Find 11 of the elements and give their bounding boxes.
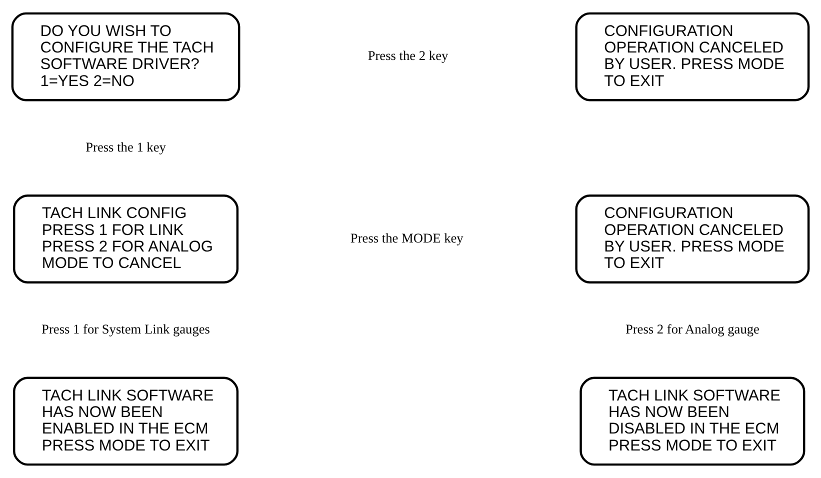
node-box: TACH LINK CONFIG PRESS 1 FOR LINK PRESS 2 FOR ANALOG MODE TO CANCEL [13,194,239,284]
node-box: CONFIGURATION OPERATION CANCELED BY USER. PRESS MODE TO EXIT [575,194,810,284]
node-box: TACH LINK SOFTWARE HAS NOW BEEN DISABLED IN THE ECM PRESS MODE TO EXIT [580,376,806,466]
node-box: DO YOU WISH TO CONFIGURE THE TACH SOFTWARE DRIVER? 1=YES 2=NO [11,12,240,102]
label: Press the 1 key [86,139,166,154]
label: Press the 2 key [368,48,448,64]
node-box: TACH LINK SOFTWARE HAS NOW BEEN ENABLED IN THE ECM PRESS MODE TO EXIT [13,376,239,466]
label: Press 2 for Analog gauge [625,322,760,337]
node-box: CONFIGURATION OPERATION CANCELED BY USER. PRESS MODE TO EXIT [575,12,810,102]
label: Press the MODE key [350,230,464,246]
label: Press 1 for System Link gauges [42,322,210,337]
